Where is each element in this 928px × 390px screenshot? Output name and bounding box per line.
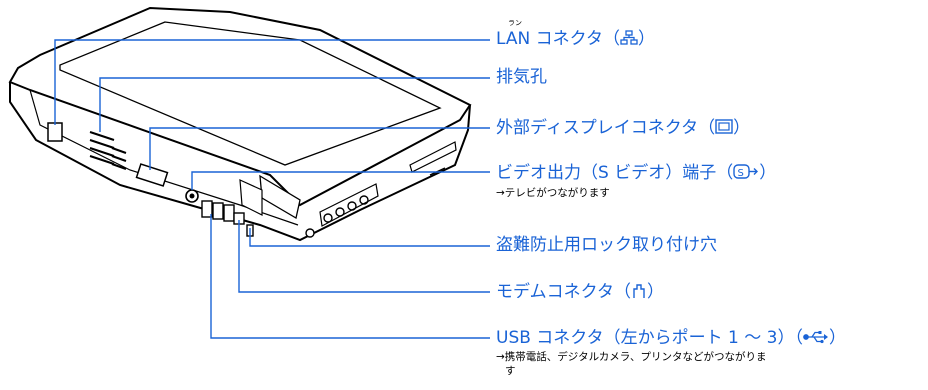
video-close-paren: ） bbox=[759, 163, 777, 183]
svg-text:S: S bbox=[738, 168, 744, 179]
usb-connector-label: USB コネクタ（左からポート 1 ～ 3）（ ） bbox=[496, 329, 846, 347]
modem-text: モデムコネクタ bbox=[496, 282, 614, 302]
lan-open-paren: （ bbox=[602, 29, 620, 49]
usb-text: USB コネクタ（左からポート 1 ～ 3） bbox=[496, 328, 795, 348]
usb-note-line2: す bbox=[505, 365, 516, 377]
modem-close-paren: ） bbox=[646, 282, 664, 302]
lan-text: コネクタ bbox=[535, 29, 603, 49]
usb-open-paren: （ bbox=[794, 328, 803, 348]
usb-note-line1: →携帯電話、デジタルカメラ、プリンタなどがつながりま bbox=[496, 351, 767, 363]
lan-close-paren: ） bbox=[637, 29, 655, 49]
lan-ruby: ラン bbox=[508, 19, 522, 27]
lan-prefix: LAN bbox=[496, 29, 531, 49]
display-text: 外部ディスプレイコネクタ bbox=[496, 118, 699, 138]
modem-connector-label: モデムコネクタ（ ） bbox=[496, 283, 664, 301]
usb-ports-shape bbox=[201, 200, 235, 222]
security-lock-label: 盗難防止用ロック取り付け穴 bbox=[496, 235, 717, 255]
vent-label: 排気孔 bbox=[496, 67, 547, 87]
usb-icon bbox=[803, 329, 829, 347]
video-note: →テレビがつながります bbox=[496, 187, 610, 199]
display-icon bbox=[715, 119, 733, 137]
modem-icon bbox=[631, 283, 647, 301]
display-close-paren: ） bbox=[733, 118, 751, 138]
video-open-paren: （ bbox=[716, 163, 734, 183]
display-port-shape bbox=[135, 163, 169, 187]
lan-connector-label: LAN コネクタ（ ） bbox=[496, 30, 655, 48]
video-output-label: ビデオ出力（S ビデオ）端子（ S ） bbox=[496, 164, 776, 182]
usb-close-paren: ） bbox=[828, 328, 846, 348]
display-open-paren: （ bbox=[698, 118, 716, 138]
lan-port-shape bbox=[47, 122, 63, 142]
video-text: ビデオ出力（S ビデオ）端子 bbox=[496, 163, 717, 183]
modem-open-paren: （ bbox=[613, 282, 631, 302]
display-connector-label: 外部ディスプレイコネクタ（ ） bbox=[496, 119, 750, 137]
svideo-icon: S bbox=[733, 164, 759, 182]
lan-icon bbox=[620, 30, 638, 48]
